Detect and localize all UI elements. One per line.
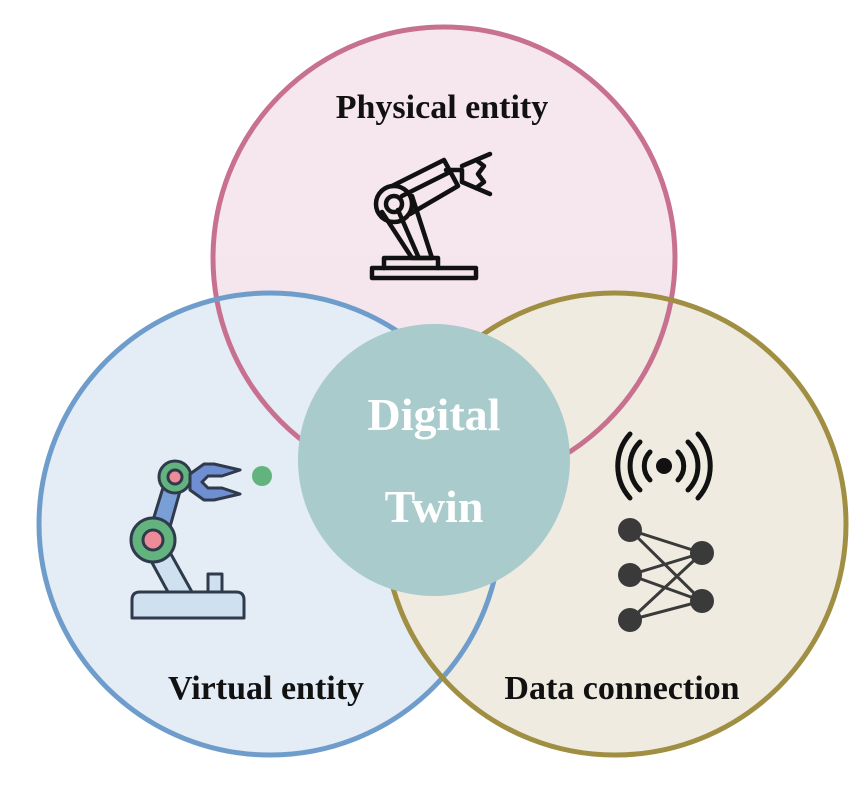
digital-twin-center-circle bbox=[298, 324, 570, 596]
data-connection-label: Data connection bbox=[504, 670, 739, 707]
center-label-line1: Digital bbox=[368, 389, 501, 440]
neural-network-icon bbox=[618, 518, 714, 632]
robot-arm-outline-icon bbox=[369, 151, 493, 281]
virtual-entity-label: Virtual entity bbox=[168, 670, 364, 707]
center-label-line2: Twin bbox=[385, 481, 484, 532]
robot-arm-color-icon bbox=[129, 459, 272, 620]
physical-entity-label: Physical entity bbox=[336, 89, 548, 126]
broadcast-signal-icon bbox=[615, 431, 713, 501]
network-signal-icon bbox=[615, 431, 714, 632]
